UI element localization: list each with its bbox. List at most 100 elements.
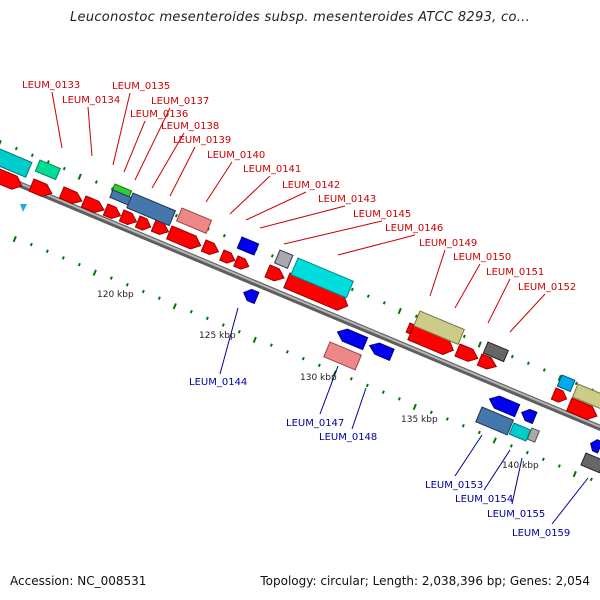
gene-feature [134,215,152,231]
leader-line [205,161,233,203]
tick-mark [0,140,2,147]
gene-label[interactable]: LEUM_0139 [173,135,231,146]
tick-mark [509,444,513,448]
leader-line [219,307,239,375]
gene-label[interactable]: LEUM_0155 [487,509,545,520]
gene-feature [476,353,498,370]
scale-label: 130 kbp [300,373,337,383]
tick-mark [222,233,226,238]
label-leaders [51,91,589,525]
leader-line [454,263,481,309]
leader-line [487,278,511,324]
gene-label[interactable]: LEUM_0154 [455,494,513,505]
gene-feature [454,343,479,362]
gene-label[interactable]: LEUM_0152 [518,282,576,293]
tick-mark [477,430,481,435]
gene-label[interactable]: LEUM_0146 [385,223,443,234]
gene-feature [236,236,260,256]
tick-mark [429,410,433,415]
accession-text: Accession: NC_008531 [10,574,147,588]
gene-feature [565,397,598,420]
tick-mark [526,361,530,366]
tick-mark [14,146,18,151]
gene-feature [20,204,27,212]
gene-feature [550,387,568,403]
scale-label: 120 kbp [97,290,134,300]
tick-marks [0,140,594,482]
leader-line [259,205,346,229]
gene-label[interactable]: LEUM_0148 [319,432,377,443]
scale-label: 125 kbp [199,331,236,341]
gene-label[interactable]: LEUM_0144 [189,377,247,388]
gene-label[interactable]: LEUM_0153 [425,480,483,491]
gene-label[interactable]: LEUM_0143 [318,194,376,205]
leader-line [123,120,146,173]
tick-mark [397,397,401,401]
gene-features [0,146,600,474]
tick-mark [270,254,274,258]
tick-mark [62,166,66,171]
gene-feature [482,341,509,363]
gene-feature [219,249,236,264]
tick-mark [366,294,370,298]
gene-label[interactable]: LEUM_0151 [486,267,544,278]
gene-label[interactable]: LEUM_0133 [22,80,80,91]
gene-label[interactable]: LEUM_0149 [419,238,477,249]
tick-mark [285,350,289,354]
tick-mark [172,303,177,310]
tick-mark [397,307,402,315]
gene-feature [590,439,600,454]
gene-feature [58,186,83,205]
gene-feature [323,341,363,371]
tick-mark [382,301,386,305]
gene-feature [556,374,576,393]
tick-mark [12,235,17,243]
gene-feature [336,328,369,351]
tick-mark [125,282,129,287]
gene-label[interactable]: LEUM_0138 [161,121,219,132]
tick-mark [92,269,97,276]
gene-feature [413,310,465,345]
gene-feature [200,239,220,256]
gene-label[interactable]: LEUM_0136 [130,109,188,120]
leader-line [229,175,271,215]
gene-feature [0,166,23,190]
gene-feature [264,264,285,282]
gene-label[interactable]: LEUM_0142 [282,180,340,191]
gene-label[interactable]: LEUM_0141 [243,164,301,175]
tick-mark [77,173,82,180]
tick-mark [252,336,257,343]
tick-mark [221,323,225,327]
gene-feature [368,342,395,362]
gene-label[interactable]: LEUM_0140 [207,150,265,161]
leader-line [511,457,523,505]
tick-mark [189,309,193,314]
tick-mark [589,477,593,482]
gene-label[interactable]: LEUM_0145 [353,209,411,220]
gene-label[interactable]: LEUM_0134 [62,95,120,106]
tick-mark [269,343,273,347]
tick-mark [492,437,497,444]
tick-mark [94,180,98,184]
leader-line [169,146,196,197]
leader-line [245,191,307,221]
gene-label[interactable]: LEUM_0150 [453,252,511,263]
gene-label[interactable]: LEUM_0137 [151,96,209,107]
gene-feature [526,427,541,443]
gene-feature [290,257,354,299]
gene-feature [34,159,61,181]
tick-mark [381,390,385,394]
gene-feature [28,178,53,197]
gene-feature [165,225,202,250]
tick-mark [542,368,546,372]
map-title: Leuconostoc mesenteroides subsp. mesente… [69,10,531,25]
tick-mark [317,363,321,368]
tick-mark [461,423,465,428]
gene-label[interactable]: LEUM_0147 [286,418,344,429]
gene-label[interactable]: LEUM_0135 [112,81,170,92]
tick-mark [445,417,449,421]
gene-label[interactable]: LEUM_0159 [512,528,570,539]
tick-mark [412,403,417,411]
gene-feature [233,255,250,270]
